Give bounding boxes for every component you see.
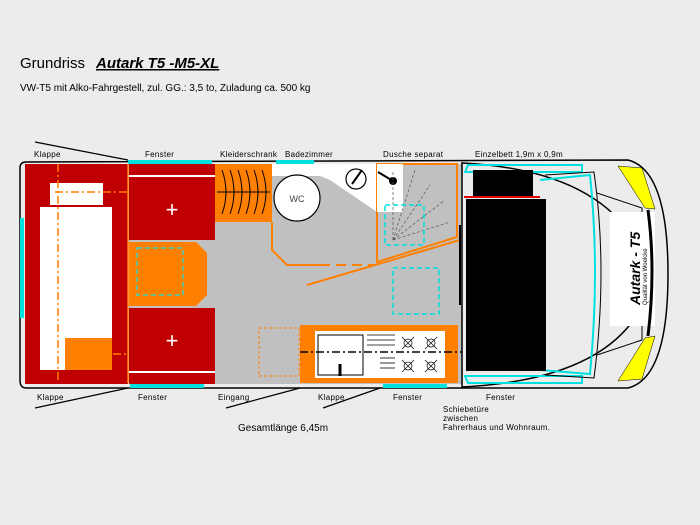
wc-toilet <box>273 174 321 222</box>
wc-label: WC <box>290 194 305 204</box>
wardrobe <box>215 164 272 222</box>
entrance-step <box>258 327 300 377</box>
svg-text:zwischen: zwischen <box>443 414 478 423</box>
svg-text:Autark - T5: Autark - T5 <box>627 232 643 306</box>
label-klappe-bottom: Klappe <box>37 393 64 402</box>
opening-lines <box>34 141 381 409</box>
plan-subtitle: VW-T5 mit Alko-Fahrgestell, zul. GG.: 3,… <box>20 83 311 94</box>
headlight <box>617 335 656 382</box>
svg-text:Fahrerhaus und Wohnraum.: Fahrerhaus und Wohnraum. <box>443 423 550 432</box>
cab <box>461 162 656 388</box>
cab-bed-head <box>473 170 533 196</box>
label-fenster-bottom: Fenster <box>138 393 167 402</box>
label-klappe-bottom-2: Klappe <box>318 393 345 402</box>
table <box>129 242 207 306</box>
hangers <box>217 169 270 215</box>
single-bed <box>466 199 546 371</box>
logo-panel <box>610 212 655 326</box>
skylight <box>136 247 184 296</box>
label-einzelbett: Einzelbett 1,9m x 0,9m <box>475 150 563 159</box>
stove-burners <box>401 336 438 373</box>
label-badezimmer: Badezimmer <box>285 150 333 159</box>
model-name: Autark T5 -M5-XL <box>95 55 219 72</box>
headlight <box>617 165 656 210</box>
skylight <box>392 267 440 315</box>
label-fenster-kitchen: Fenster <box>393 393 422 402</box>
label-klappe-top: Klappe <box>34 150 61 159</box>
drainboard <box>367 334 395 369</box>
label-dusche: Dusche separat <box>383 150 444 159</box>
plan-title: Grundriss <box>20 55 85 72</box>
label-kleiderschrank: Kleiderschrank <box>220 150 278 159</box>
plus-icon: + <box>166 197 179 222</box>
total-length: Gesamtlänge 6,45m <box>238 423 328 434</box>
label-eingang: Eingang <box>218 393 249 402</box>
label-fenster-top: Fenster <box>145 150 174 159</box>
svg-text:Qualität von Woelcke: Qualität von Woelcke <box>643 248 649 305</box>
pillow <box>50 183 103 205</box>
sliding-door-note: Schiebetüre zwischen Fahrerhaus und Wohn… <box>443 405 550 432</box>
svg-text:Schiebetüre: Schiebetüre <box>443 405 489 414</box>
brand-logo: Autark - T5 Qualität von Woelcke <box>627 232 649 306</box>
windows <box>20 160 447 388</box>
label-fenster-cab: Fenster <box>486 393 515 402</box>
plus-icon: + <box>166 328 179 353</box>
